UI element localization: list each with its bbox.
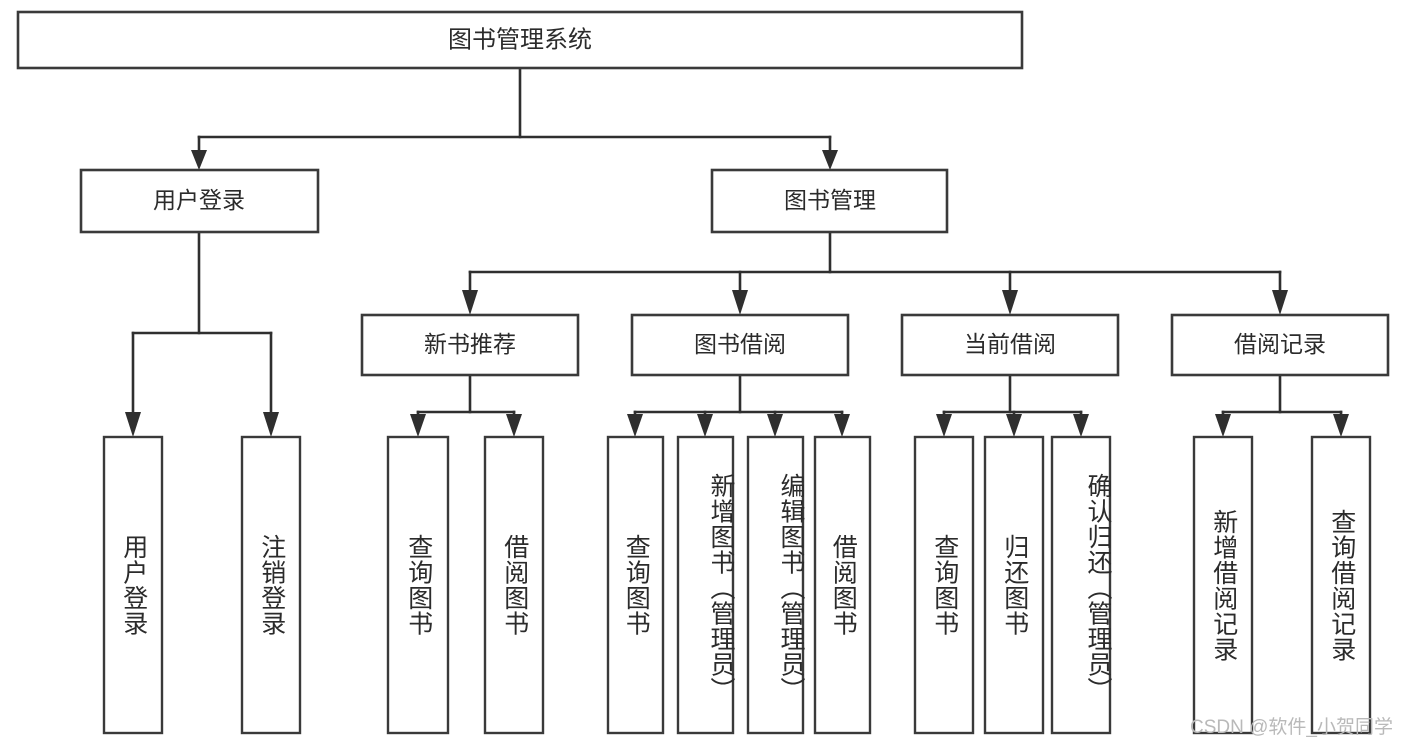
- arrow-head-borrow-add-book: [697, 414, 713, 437]
- arrow-head-user-login: [191, 150, 207, 170]
- connector-layer: [125, 66, 1349, 437]
- node-borrow-record-label: 借阅记录: [1234, 331, 1326, 357]
- node-borrow-record[interactable]: 借阅记录: [1170, 313, 1390, 377]
- leaf-box-borrow-add-book[interactable]: [676, 435, 735, 735]
- arrow-head-current-return-book: [1006, 414, 1022, 437]
- arrow-head-rec-query-book: [410, 414, 426, 437]
- csdn-watermark: CSDN @软件_小贺同学: [1190, 717, 1393, 738]
- node-user-login[interactable]: 用户登录: [79, 168, 320, 234]
- arrow-head-borrow-borrow-book: [834, 414, 850, 437]
- node-book-borrow-label: 图书借阅: [694, 331, 786, 357]
- arrow-head-current-confirm-return: [1073, 414, 1089, 437]
- node-borrow-record-box[interactable]: [1170, 313, 1390, 377]
- arrow-head-book-manage: [822, 150, 838, 170]
- node-current-borrow[interactable]: 当前借阅: [900, 313, 1120, 377]
- leaf-box-current-query-book[interactable]: [913, 435, 975, 735]
- leaf-box-rec-query-book[interactable]: [386, 435, 450, 735]
- arrow-head-leaf-user-login: [125, 412, 141, 437]
- arrow-head-borrow-edit-book: [767, 414, 783, 437]
- node-new-book-recommend[interactable]: 新书推荐: [360, 313, 580, 377]
- leaf-box-borrow-query-book[interactable]: [606, 435, 665, 735]
- node-new-book-recommend-box[interactable]: [360, 313, 580, 377]
- arrow-head-current-query-book: [936, 414, 952, 437]
- leaf-box-record-query[interactable]: [1310, 435, 1372, 735]
- arrow-head-borrow-query-book: [627, 414, 643, 437]
- arrow-head-borrow-record: [1272, 290, 1288, 315]
- arrow-head-leaf-logout: [263, 412, 279, 437]
- leaf-box-current-return-book[interactable]: [983, 435, 1045, 735]
- node-book-management-label: 图书管理: [784, 187, 876, 213]
- leaf-box-borrow-borrow-book[interactable]: [813, 435, 872, 735]
- leaf-box-borrow-edit-book[interactable]: [746, 435, 805, 735]
- arrow-head-current-borrow: [1002, 290, 1018, 315]
- node-root-label: 图书管理系统: [448, 26, 592, 53]
- arrow-head-book-borrow: [732, 290, 748, 315]
- leaf-box-current-confirm-return[interactable]: [1050, 435, 1112, 735]
- node-user-login-box[interactable]: [79, 168, 320, 234]
- node-book-management-box[interactable]: [710, 168, 949, 234]
- node-current-borrow-label: 当前借阅: [964, 331, 1056, 357]
- arrow-head-record-add: [1215, 414, 1231, 437]
- leaf-box-logout[interactable]: [240, 435, 302, 735]
- node-book-borrow[interactable]: 图书借阅: [630, 313, 850, 377]
- node-new-book-recommend-label: 新书推荐: [424, 331, 516, 357]
- node-root-box[interactable]: [16, 10, 1024, 70]
- node-book-borrow-box[interactable]: [630, 313, 850, 377]
- leaf-box-user-login[interactable]: [102, 435, 164, 735]
- node-book-management[interactable]: 图书管理: [710, 168, 949, 234]
- leaf-box-rec-borrow-book[interactable]: [483, 435, 545, 735]
- leaf-layer: [102, 435, 1372, 735]
- arrow-head-record-query: [1333, 414, 1349, 437]
- node-root[interactable]: 图书管理系统: [16, 10, 1024, 70]
- node-user-login-label: 用户登录: [153, 187, 245, 213]
- node-current-borrow-box[interactable]: [900, 313, 1120, 377]
- leaf-box-record-add[interactable]: [1192, 435, 1254, 735]
- arrow-head-new-book-rec: [462, 290, 478, 315]
- arrow-head-rec-borrow-book: [506, 414, 522, 437]
